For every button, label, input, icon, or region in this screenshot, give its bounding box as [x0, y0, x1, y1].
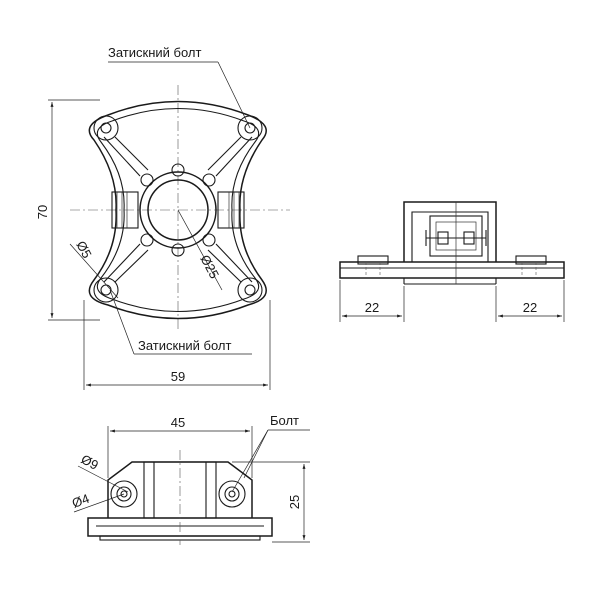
- dimension-dia-4: Ø4: [70, 491, 125, 513]
- hole-icon: [244, 122, 256, 134]
- callout-clamp-bolt-top: Затискний болт: [108, 45, 251, 129]
- dimension-22-left-value: 22: [365, 300, 379, 315]
- label-bolt: Болт: [270, 413, 299, 428]
- dimension-59-value: 59: [171, 369, 185, 384]
- dimension-dia-9-value: Ø9: [79, 451, 101, 472]
- label-clamp-bolt-top: Затискний болт: [108, 45, 201, 60]
- dimension-25: 25: [232, 461, 310, 543]
- dimension-dia-9: Ø9: [77, 451, 129, 493]
- dimension-dia-4-value: Ø4: [70, 491, 91, 511]
- dimension-59: 59: [83, 300, 271, 390]
- dimension-22-right: 22: [495, 280, 565, 322]
- dimension-25-value: 25: [287, 495, 302, 509]
- front-view: 45 25 Ø9 Ø4 Болт: [70, 413, 310, 545]
- dimension-22-left: 22: [339, 280, 405, 322]
- dimension-70: 70: [35, 99, 100, 321]
- dimension-dia-5-value: Ø5: [73, 238, 94, 260]
- top-ribs: [103, 136, 253, 283]
- bolt-head-icon: [437, 231, 449, 245]
- top-bolt-bosses: [93, 115, 263, 303]
- nut-icon: [463, 231, 475, 245]
- side-body: [403, 201, 497, 262]
- bolt-icon: [228, 490, 236, 498]
- hole-icon: [244, 284, 256, 296]
- bolt-icon: [120, 490, 128, 498]
- dimension-70-value: 70: [35, 205, 50, 219]
- dimension-dia-5: Ø5: [69, 238, 119, 299]
- dimension-22-right-value: 22: [523, 300, 537, 315]
- label-clamp-bolt-bottom: Затискний болт: [138, 338, 231, 353]
- top-clamp-bodies: [111, 191, 245, 229]
- hole-icon: [100, 122, 112, 134]
- side-base-plate: [339, 261, 565, 279]
- dimension-dia-25-value: Ø25: [197, 252, 222, 281]
- side-view: 22 22: [339, 201, 565, 322]
- dimension-45: 45: [107, 415, 253, 478]
- dimension-45-value: 45: [171, 415, 185, 430]
- callout-bolt: Болт: [231, 413, 310, 493]
- hole-icon: [100, 284, 112, 296]
- callout-clamp-bolt-bottom: Затискний болт: [109, 289, 252, 355]
- dimension-dia-25: Ø25: [177, 209, 223, 291]
- top-view: 70 59 Ø25 Ø5 Затискний болт: [35, 45, 290, 390]
- top-plate-outline: [88, 100, 267, 320]
- top-plate-inner-outline: [96, 107, 260, 313]
- top-central-ring: [139, 163, 217, 257]
